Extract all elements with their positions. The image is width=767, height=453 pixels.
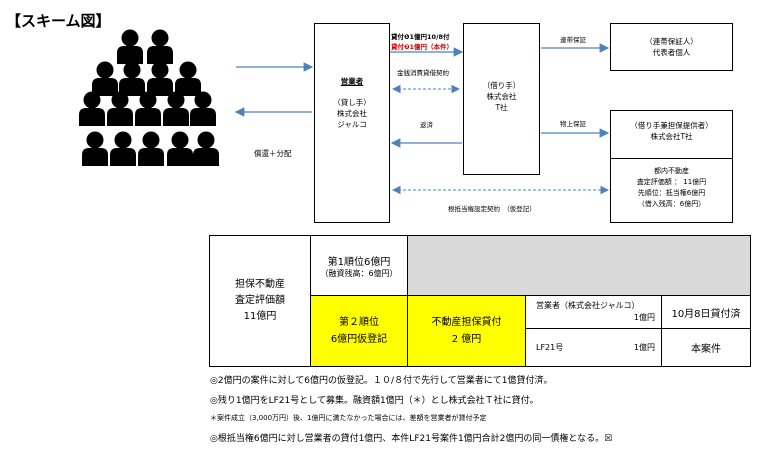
assess-line1: 担保不動産	[235, 279, 285, 290]
dealer-heading: 営業者	[340, 77, 364, 86]
loan-label-1: 貸付❶1億円10/8付	[391, 33, 450, 41]
loan-contract-label: 金銭消費貸借契約	[397, 69, 449, 77]
property-box: 都内不動産 査定評価額 ： 11億円 先順位：抵当権6億円 （借入残高：6億円）	[610, 158, 733, 223]
borrower-line1: （借り手）	[482, 81, 521, 90]
dealer-line2: 株式会社	[337, 109, 367, 118]
property-line3: 先順位：抵当権6億円	[637, 189, 706, 197]
note-4: ◎根抵当権6億円に対し営業者の貸付1億円、本件LF21号案件1億円合計2億円の同…	[210, 434, 613, 444]
secured-loan-line2: 2 億円	[451, 334, 482, 345]
lf21-amount: 1億円	[633, 343, 655, 352]
mortgage-contract-label: 根抵当権設定契約 （仮登記）	[448, 205, 536, 213]
secured-loan-cell: 不動産担保貸付 2 億円	[407, 295, 526, 367]
collateral-provider-line2: 株式会社T社	[650, 132, 693, 141]
assessed-value-cell: 担保不動産 査定評価額 11億円	[209, 235, 311, 367]
dealer-box: 営業者 （貸し手） 株式会社 ジャルコ	[314, 23, 390, 223]
second-rank-line2: 6億円仮登記	[330, 334, 388, 345]
collateral-provider-box: （借り手兼担保提供者） 株式会社T社	[610, 110, 733, 159]
note-1: ◎2億円の案件に対して6億円の仮登記。１０/８付で先行して営業者にて1億貸付済。	[210, 376, 553, 386]
loan-label-2: 貸付❷1億円（本件）	[391, 43, 454, 51]
lf21-name: LF21号	[536, 343, 564, 352]
lien-table: 担保不動産 査定評価額 11億円 第1順位6億円 （融資残高：6億円） 第２順位…	[209, 235, 751, 367]
first-rank-line2: （融資残高：6億円）	[320, 268, 398, 278]
joint-guarantee-label: 連帯保証	[560, 36, 586, 44]
dealer-cell-line1: 営業者（株式会社ジャルコ）	[536, 301, 640, 310]
dealer-cell-line2: 1億円	[633, 313, 655, 322]
this-case-cell: 本案件	[661, 328, 751, 367]
property-line1: 都内不動産	[654, 167, 689, 175]
assess-line3: 11億円	[243, 311, 277, 322]
second-rank-cell: 第２順位 6億円仮登記	[310, 295, 408, 367]
real-guarantee-label: 物上保証	[560, 120, 586, 128]
guarantor-box: （連帯保証人） 代表者個人	[610, 23, 733, 71]
collateral-provider-line1: （借り手兼担保提供者）	[630, 121, 713, 130]
note-3: ＊案件成立（3,000万円）後、1億円に満たなかった場合には、差額を営業者が貸付…	[210, 414, 487, 422]
secured-loan-line1: 不動産担保貸付	[431, 317, 502, 328]
guarantor-line1: （連帯保証人）	[645, 37, 698, 46]
assess-line2: 査定評価額	[235, 295, 285, 306]
property-line4: （借入残高：6億円）	[637, 200, 706, 208]
dealer-loan-cell: 営業者（株式会社ジャルコ） 1億円	[525, 295, 662, 329]
note-2: ◎残り1億円をLF21号として募集。融資額1億円（＊）とし株式会社Ｔ社に貸付。	[210, 396, 539, 406]
diagram-title: 【スキーム図】	[6, 12, 111, 30]
first-rank-line1: 第1順位6億円	[327, 256, 391, 268]
repay-label: 返済	[420, 121, 433, 129]
borrower-line3: T社	[495, 103, 508, 112]
dealer-line1: （貸し手）	[333, 98, 371, 107]
lf21-cell: LF21号 1億円	[525, 328, 662, 367]
second-rank-line1: 第２順位	[339, 317, 379, 328]
guarantor-line2: 代表者個人	[652, 48, 691, 57]
dealer-line3: ジャルコ	[337, 120, 367, 129]
property-line2: 査定評価額 ： 11億円	[636, 178, 707, 186]
borrower-line2: 株式会社	[486, 92, 517, 101]
oct8-cell: 10月8日貸付済	[661, 295, 751, 329]
redemption-label: 償還＋分配	[254, 149, 292, 158]
first-rank-cell: 第1順位6億円 （融資残高：6億円）	[310, 235, 408, 296]
borrower-box: （借り手） 株式会社 T社	[463, 23, 540, 175]
gray-blank-cell	[407, 235, 751, 296]
